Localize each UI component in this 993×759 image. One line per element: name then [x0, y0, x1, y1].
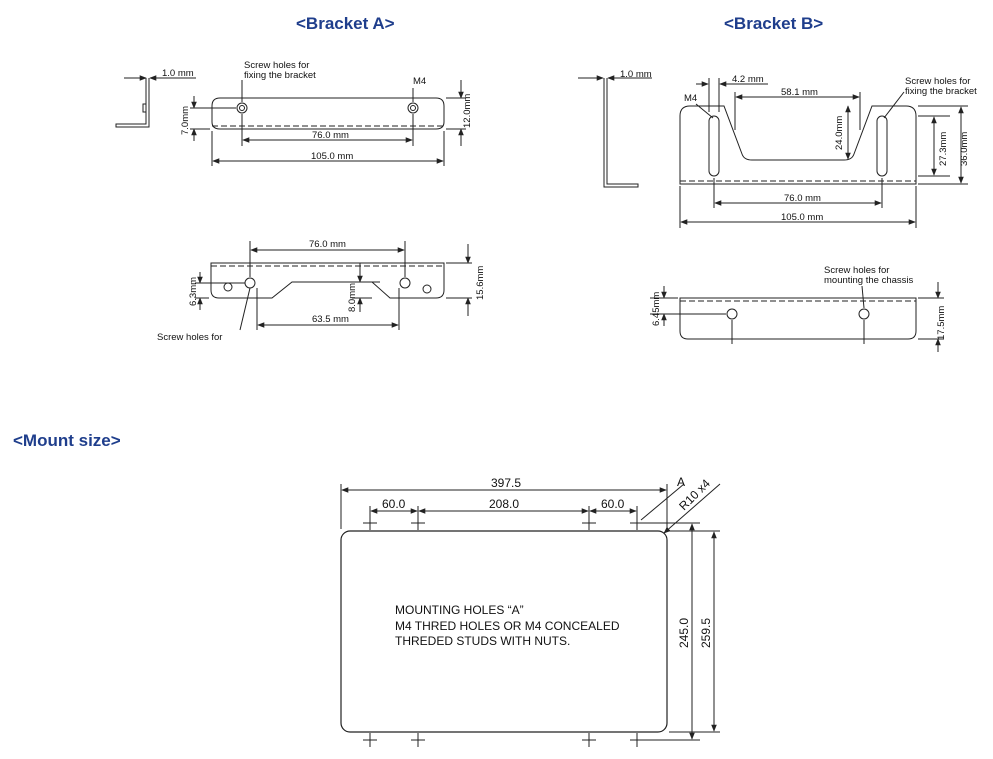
bracket-b-thickness-label: 1.0 mm	[620, 69, 652, 80]
bracket-a-side-view: 1.0 mm	[115, 68, 196, 128]
bracket-a-hole-height-label: 7.0mm	[180, 106, 191, 135]
bracket-a-front-view: 76.0 mm 6.3mm 15.6mm 8.0mm 63.5 mm Screw…	[157, 239, 486, 343]
mount-note-line3: THREDED STUDS WITH NUTS.	[395, 634, 570, 648]
bracket-a-m4-label: M4	[413, 76, 426, 87]
bracket-b-height-label: 36.0mm	[959, 132, 970, 166]
mount-size-drawing: 397.5 60.0 208.0 60.0 A R10 x4 245.0 259…	[340, 475, 721, 747]
bracket-a-top-note-line1: Screw holes for	[244, 60, 309, 71]
mount-hole-span-label: 245.0	[677, 618, 691, 648]
bracket-b-side-view: 1.0 mm	[578, 69, 652, 188]
mount-size-heading: <Mount size>	[13, 431, 121, 450]
bracket-a-top-view: Screw holes for fixing the bracket M4 7.…	[180, 60, 473, 166]
bracket-a-front-pitch-label: 76.0 mm	[309, 239, 346, 250]
bracket-a-hole-pitch-label: 76.0 mm	[312, 130, 349, 141]
bracket-b-hole-pitch-label: 76.0 mm	[784, 193, 821, 204]
bracket-b-top-note-line2: fixing the bracket	[905, 86, 977, 97]
bracket-b-slot-offset-label: 4.2 mm	[732, 74, 764, 85]
mount-hole-a-label: A	[677, 475, 685, 489]
bracket-a-recess-depth-label: 8.0mm	[347, 283, 358, 312]
bracket-a-height-label: 12.0mm	[462, 94, 473, 128]
bracket-b-top-note-line1: Screw holes for	[905, 76, 970, 87]
bracket-a-front-note: Screw holes for	[157, 332, 222, 343]
bracket-b-front-view: Screw holes for mounting the chassis 6.4…	[650, 265, 947, 352]
bracket-b-front-note-line1: Screw holes for	[824, 265, 889, 276]
bracket-b-front-height-label: 17.5mm	[936, 306, 947, 340]
mount-overall-width-label: 397.5	[491, 476, 521, 490]
bracket-b-m4-label: M4	[684, 93, 697, 104]
bracket-b-slot-height-label: 27.3mm	[938, 132, 949, 166]
mount-spacing-right-label: 60.0	[601, 497, 625, 511]
bracket-b-recess-width-label: 58.1 mm	[781, 87, 818, 98]
bracket-a-thickness-label: 1.0 mm	[162, 68, 194, 79]
bracket-a-front-height-label: 15.6mm	[475, 266, 486, 300]
bracket-b-top-view: 4.2 mm M4 58.1 mm Screw holes for fixing…	[679, 74, 977, 228]
bracket-b-front-note-line2: mounting the chassis	[824, 275, 913, 286]
bracket-a-length-label: 105.0 mm	[311, 151, 353, 162]
bracket-b-front-hole-offset-label: 6.45mm	[651, 292, 662, 326]
bracket-b-length-label: 105.0 mm	[781, 212, 823, 223]
mount-note-line1: MOUNTING HOLES “A”	[395, 603, 524, 617]
bracket-a-recess-width-label: 63.5 mm	[312, 314, 349, 325]
bracket-a-top-note-line2: fixing the bracket	[244, 70, 316, 81]
bracket-b-heading: <Bracket B>	[724, 14, 824, 33]
mount-note-line2: M4 THRED HOLES OR M4 CONCEALED	[395, 619, 620, 633]
bracket-a-front-hole-offset-label: 6.3mm	[188, 277, 199, 306]
mount-spacing-left-label: 60.0	[382, 497, 406, 511]
bracket-b-recess-depth-label: 24.0mm	[834, 116, 845, 150]
mount-spacing-middle-label: 208.0	[489, 497, 519, 511]
mount-overall-height-label: 259.5	[699, 618, 713, 648]
bracket-a-heading: <Bracket A>	[296, 14, 395, 33]
